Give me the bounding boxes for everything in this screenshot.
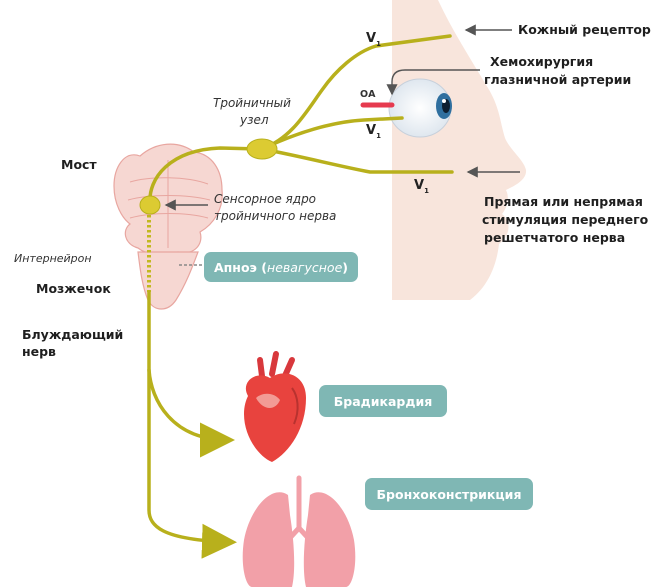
vagus-nerve-label-line2: нерв xyxy=(22,344,56,359)
vagus-nerve-path xyxy=(149,292,230,542)
v1-label-top: V1 xyxy=(366,31,381,48)
apnea-main-text: Апноэ ( xyxy=(214,260,267,275)
oa-label: ОА xyxy=(360,89,376,100)
eye-icon xyxy=(389,79,452,137)
trigeminal-ganglion xyxy=(247,139,277,159)
apnea-close-text: ) xyxy=(342,260,348,275)
skin-receptor-label: Кожный рецептор xyxy=(518,22,651,37)
trigeminal-ganglion-label-line2: узел xyxy=(240,113,269,127)
stimulation-label-line1: Прямая или непрямая xyxy=(484,194,643,209)
stimulation-label-line2: стимуляция переднего xyxy=(482,212,648,227)
heart-icon xyxy=(244,354,306,462)
bradycardia-box: Брадикардия xyxy=(319,385,447,417)
pons-label: Мост xyxy=(61,157,97,172)
apnea-italic-text: невагусное xyxy=(267,260,342,275)
chemosurgery-label-line2: глазничной артерии xyxy=(484,72,631,87)
bronchoconstriction-box: Бронхоконстрикция xyxy=(365,478,533,510)
chemosurgery-label-line1: Хемохирургия xyxy=(490,54,593,69)
stimulation-label-line3: решетчатого нерва xyxy=(484,230,625,245)
v1-label-middle: V1 xyxy=(366,123,381,140)
sensory-nucleus-label-line1: Сенсорное ядро xyxy=(214,192,316,206)
interneuron-label: Интернейрон xyxy=(14,252,92,265)
face-silhouette xyxy=(392,0,526,300)
vagus-nerve-label-line1: Блуждающий xyxy=(22,327,123,342)
sensory-nucleus xyxy=(140,196,160,214)
lungs-icon xyxy=(243,478,356,587)
trigeminal-ganglion-label-line1: Тройничный xyxy=(213,96,291,110)
apnea-box: Апноэ (невагусное) xyxy=(204,252,358,282)
cerebellum-label: Мозжечок xyxy=(36,281,111,296)
sensory-nucleus-label-line2: тройничного нерва xyxy=(214,209,336,223)
